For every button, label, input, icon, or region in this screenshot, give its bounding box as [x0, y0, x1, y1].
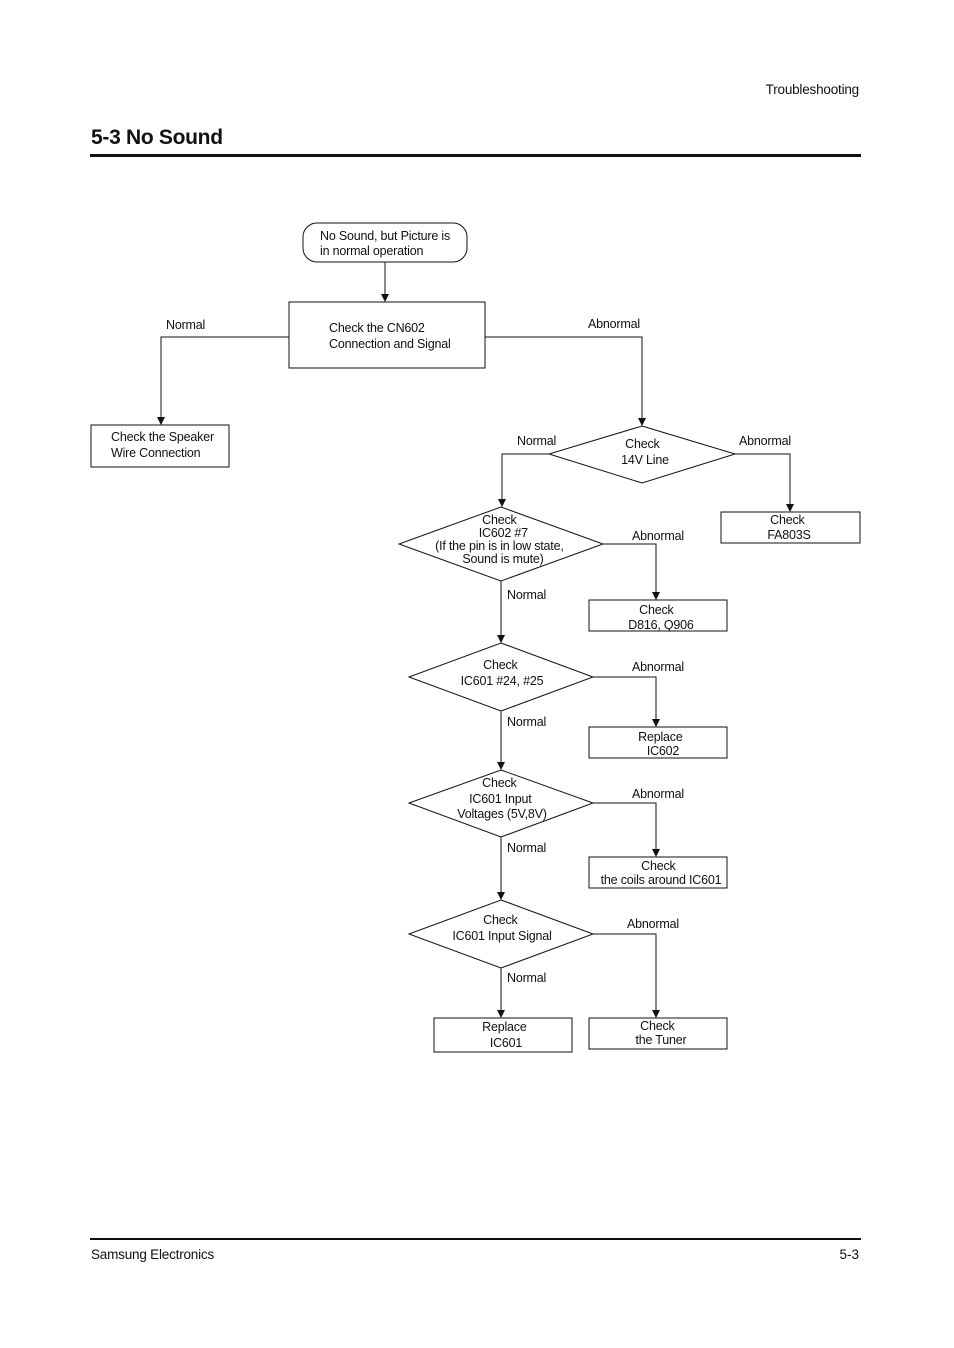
label-abnormal-voltages: Abnormal: [632, 787, 684, 801]
label-normal-cn602: Normal: [166, 318, 205, 332]
check-fa803s-text: Check FA803S: [767, 513, 810, 542]
check-14v-diamond: [547, 425, 737, 484]
check-d816-box: [588, 599, 728, 632]
replace-ic601-text: Replace IC601: [482, 1020, 530, 1050]
check-coils-box: [588, 856, 728, 889]
label-normal-ic602: Normal: [507, 588, 546, 602]
start-text: No Sound, but Picture is in normal opera…: [320, 229, 453, 258]
check-tuner-text: Check the Tuner: [635, 1019, 686, 1047]
label-abnormal-14v: Abnormal: [739, 434, 791, 448]
edge-14v-to-fa803s: [735, 453, 794, 512]
edge-cn602-to-14v: [485, 336, 646, 426]
edge-14v-to-ic602: [498, 453, 549, 507]
replace-ic602-text: Replace IC602: [638, 730, 686, 758]
check-d816-text: Check D816, Q906: [628, 603, 694, 632]
header-section-label: Troubleshooting: [765, 82, 860, 97]
check-tuner-box: [588, 1017, 728, 1050]
label-abnormal-ic601-24-25: Abnormal: [632, 660, 684, 674]
edge-ic601-24-25-to-replace-ic602: [593, 676, 660, 727]
check-ic601-signal-text: Check IC601 Input Signal: [452, 913, 551, 943]
check-cn602-text: Check the CN602 Connection and Signal: [329, 321, 451, 351]
check-cn602-box: [288, 301, 486, 369]
label-abnormal-ic602: Abnormal: [632, 529, 684, 543]
title-rule: [90, 154, 861, 157]
check-speaker-box: [90, 424, 230, 468]
edge-cn602-to-speaker: [157, 336, 289, 425]
page-title: 5-3 No Sound: [91, 126, 223, 149]
check-14v-text: Check 14V Line: [621, 437, 669, 467]
label-normal-voltages: Normal: [507, 841, 546, 855]
label-normal-signal: Normal: [507, 971, 546, 985]
replace-ic602-box: [588, 726, 728, 759]
label-abnormal-cn602: Abnormal: [588, 317, 640, 331]
edge-voltages-to-coils: [593, 802, 660, 857]
label-abnormal-signal: Abnormal: [627, 917, 679, 931]
check-coils-text: Check the coils around IC601: [601, 859, 722, 887]
footer-page-number: 5-3: [839, 1247, 859, 1262]
check-ic601-voltages-text: Check IC601 Input Voltages (5V,8V): [457, 776, 546, 821]
check-speaker-text: Check the Speaker Wire Connection: [111, 430, 217, 460]
label-normal-ic601-24-25: Normal: [507, 715, 546, 729]
footer-rule: [90, 1238, 861, 1240]
check-ic601-24-25-text: Check IC601 #24, #25: [461, 658, 544, 688]
edge-ic602-to-d816: [603, 543, 660, 600]
replace-ic601-box: [433, 1017, 573, 1053]
check-fa803s-box: [720, 511, 861, 544]
footer-company: Samsung Electronics: [91, 1247, 215, 1262]
check-ic602-pin7-text: Check IC602 #7 (If the pin is in low sta…: [435, 513, 567, 566]
edge-signal-to-tuner: [593, 933, 660, 1018]
label-normal-14v: Normal: [517, 434, 556, 448]
